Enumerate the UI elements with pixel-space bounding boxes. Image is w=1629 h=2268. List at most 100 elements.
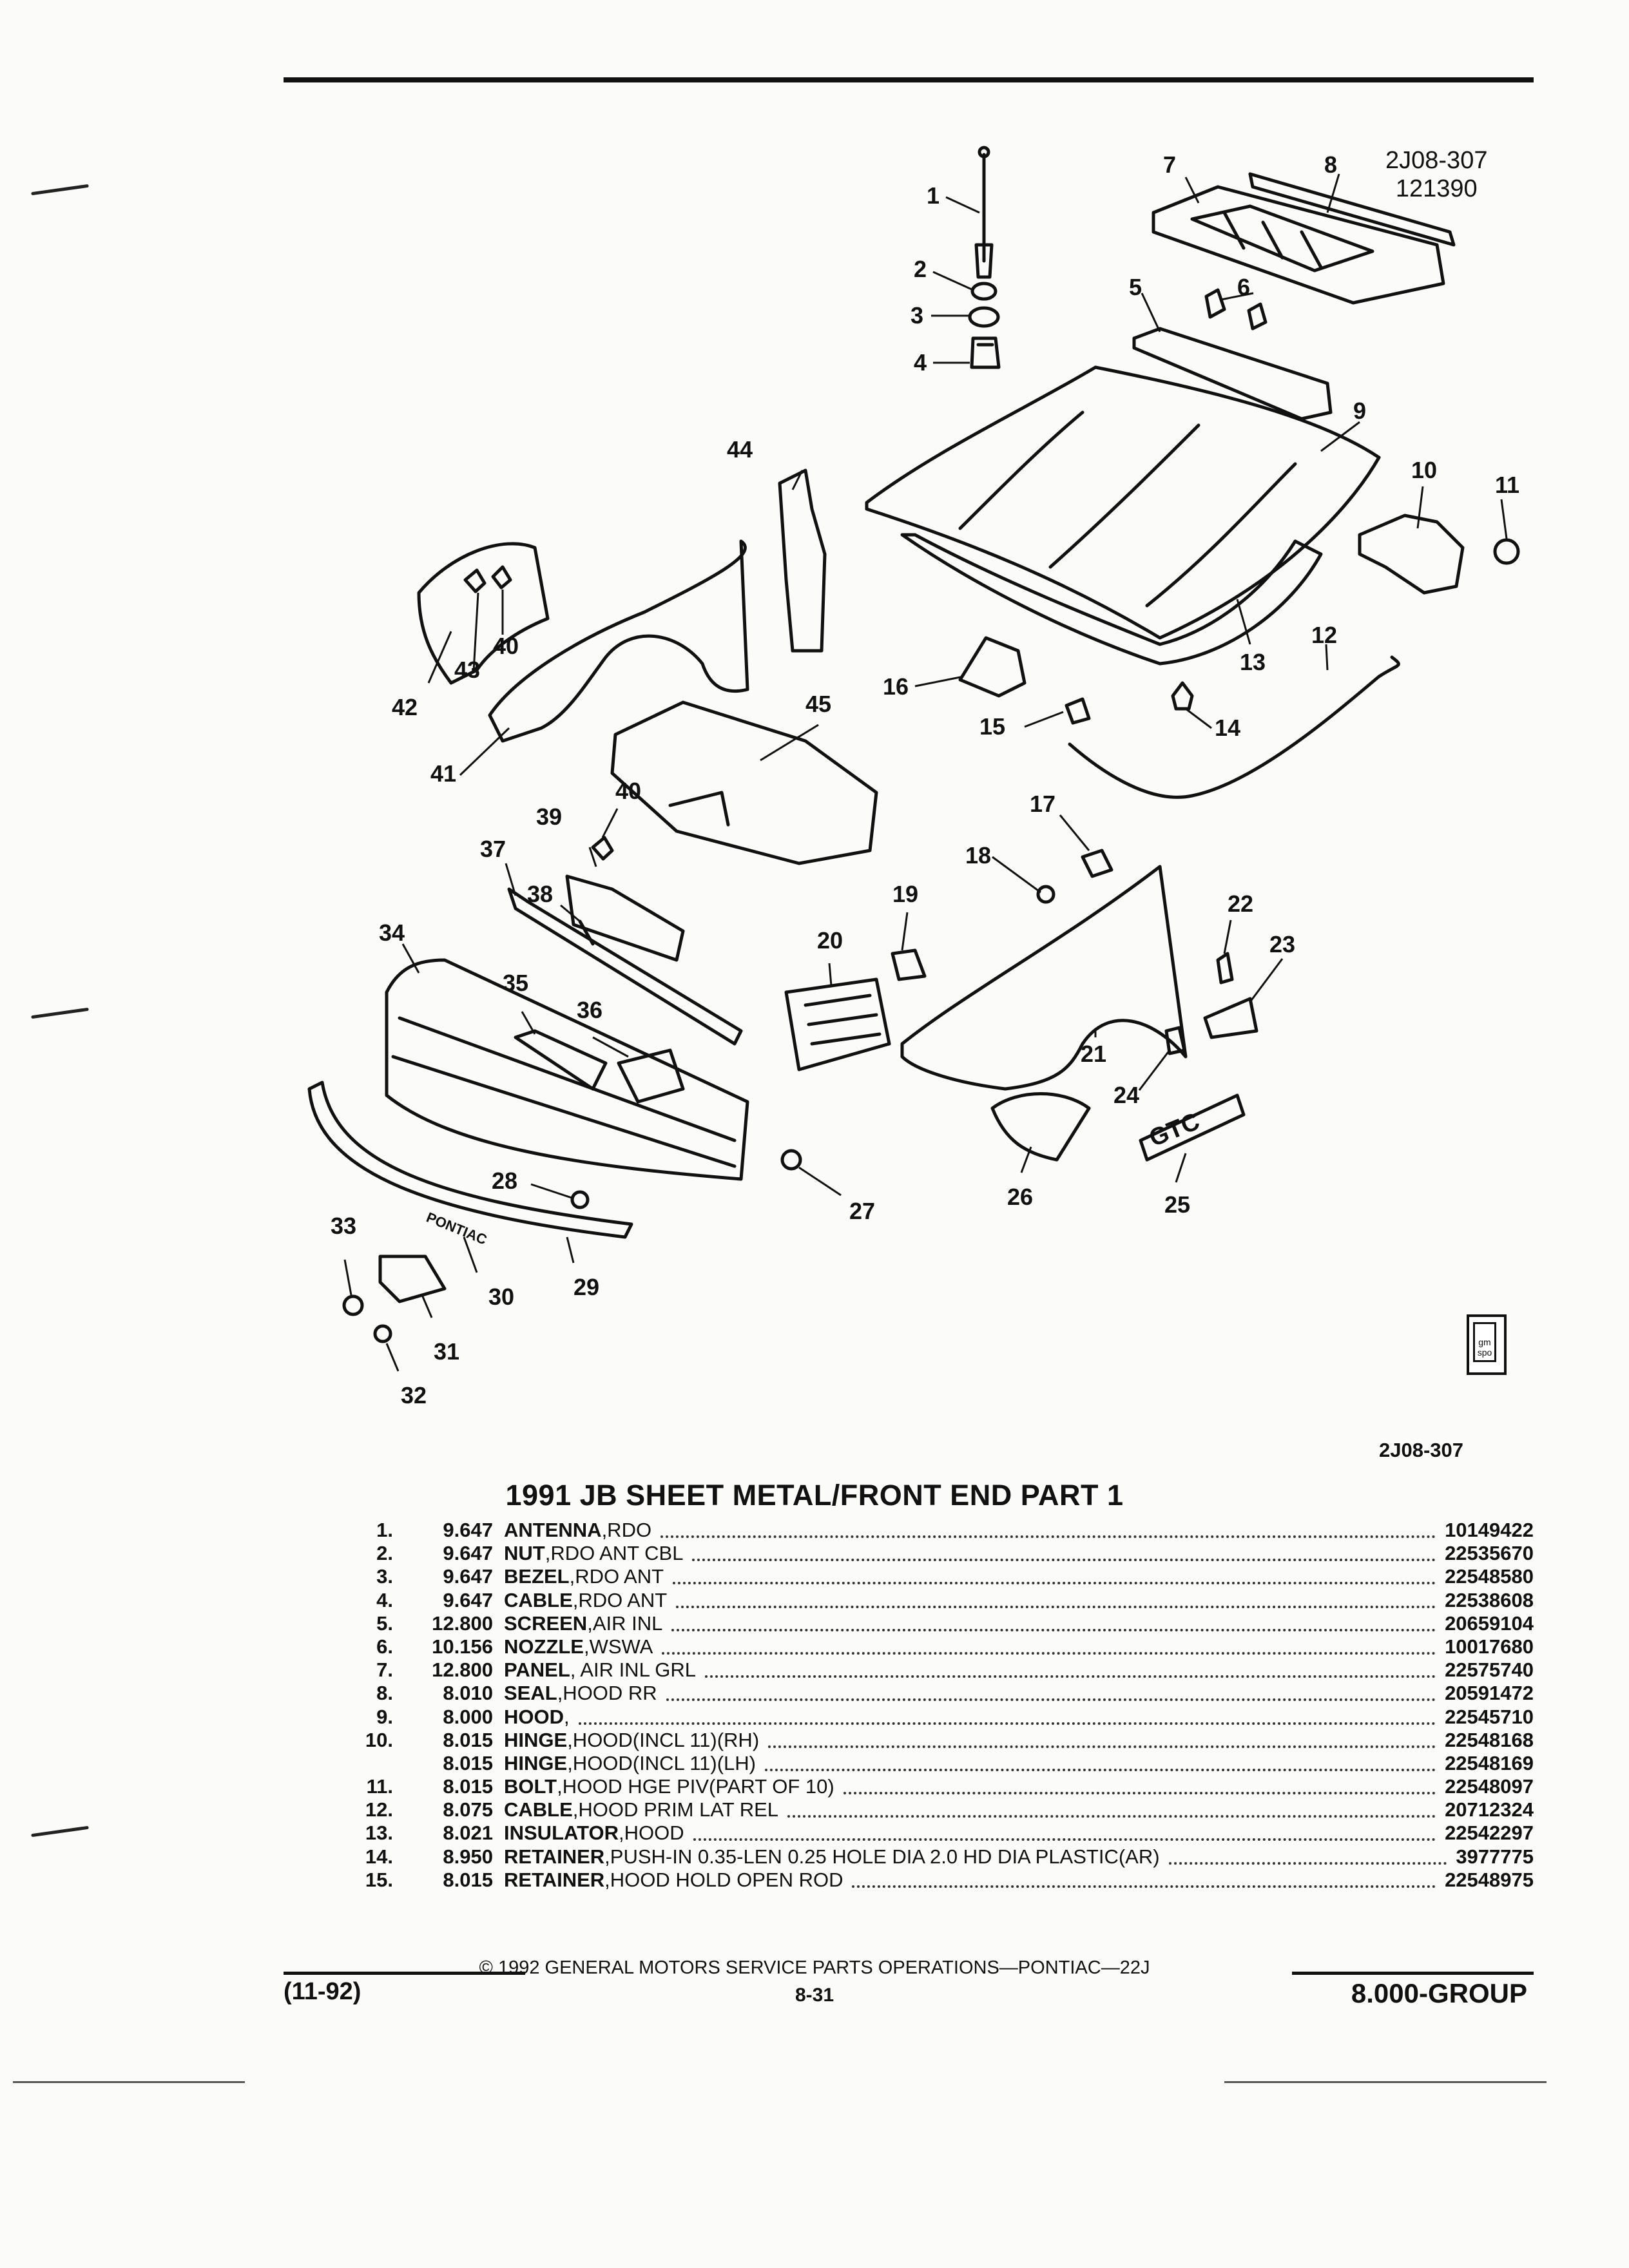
fastener	[491, 565, 512, 590]
leader-dots	[676, 1593, 1436, 1608]
part-description: INSULATOR,HOOD	[504, 1821, 684, 1845]
clip	[1164, 1026, 1186, 1055]
right-fender	[900, 865, 1188, 1091]
callout-29: 29	[574, 1274, 600, 1300]
callout-45: 45	[805, 691, 832, 717]
part-description: HINGE,HOOD(INCL 11)(RH)	[504, 1729, 759, 1752]
molding-end	[578, 919, 595, 946]
footer-copyright: © 1992 GENERAL MOTORS SERVICE PARTS OPER…	[479, 1957, 1150, 1978]
leader-dots	[673, 1569, 1436, 1585]
part-name: RETAINER	[504, 1845, 605, 1868]
antenna	[974, 146, 994, 279]
part-name: SEAL	[504, 1682, 557, 1705]
part-description: ANTENNA,RDO	[504, 1519, 651, 1542]
push-in-retainer	[1171, 681, 1194, 711]
part-number-index: 12.	[365, 1798, 393, 1821]
callout-32: 32	[401, 1382, 427, 1408]
antenna-bezel	[968, 306, 1000, 328]
top-rule	[284, 77, 1534, 82]
part-row: 14. 8.950 RETAINER,PUSH-IN 0.35-LEN 0.25 H…	[335, 1845, 1534, 1869]
part-number-index: 4.	[376, 1588, 393, 1611]
callout-21: 21	[1081, 1041, 1107, 1067]
bolt	[780, 1149, 802, 1171]
front-end-brace	[610, 700, 878, 865]
part-name: CABLE	[504, 1588, 573, 1611]
part-desc: ,RDO ANT	[569, 1565, 664, 1588]
washer-nozzle	[1204, 288, 1226, 319]
callout-38: 38	[527, 881, 554, 907]
callout-24: 24	[1113, 1082, 1140, 1108]
part-description: RETAINER,PUSH-IN 0.35-LEN 0.25 HOLE DIA …	[504, 1845, 1160, 1869]
part-description: NOZZLE,WSWA	[504, 1635, 653, 1658]
part-group: 8.000	[443, 1705, 493, 1728]
antenna-nut	[970, 282, 998, 301]
part-desc: ,HOOD RR	[557, 1682, 657, 1705]
part-number-index: 7.	[376, 1658, 393, 1682]
callout-6: 6	[1237, 274, 1251, 300]
leader-dots	[692, 1546, 1436, 1562]
callout-43: 43	[454, 657, 481, 683]
screw	[1036, 885, 1055, 904]
part-number-index: 8.	[376, 1682, 393, 1705]
footer-date: (11-92)	[284, 1978, 361, 2005]
part-group: 8.015	[443, 1728, 493, 1751]
fascia-bracket	[514, 1029, 608, 1091]
callout-33: 33	[331, 1213, 357, 1239]
leader-dots	[705, 1662, 1436, 1678]
leader-dots	[787, 1802, 1436, 1818]
part-desc: ,PUSH-IN 0.35-LEN 0.25 HOLE DIA 2.0 HD D…	[604, 1845, 1160, 1868]
hood-rear-seal	[1248, 172, 1456, 247]
leader-dots	[671, 1616, 1436, 1631]
gm-spo-logo: gm spo	[1467, 1314, 1507, 1375]
part-name: HINGE	[504, 1728, 568, 1751]
callout-14: 14	[1215, 715, 1241, 741]
part-number: 22538608	[1445, 1588, 1534, 1611]
part-name: HOOD	[504, 1705, 564, 1728]
callout-39: 39	[536, 803, 563, 830]
callout-1: 1	[927, 182, 940, 209]
part-number: 10149422	[1445, 1519, 1534, 1541]
gm-spo-logo-text: gm spo	[1473, 1322, 1496, 1362]
leader-dots	[852, 1872, 1436, 1888]
part-group: 9.647	[443, 1519, 493, 1541]
part-description: SCREEN,AIR INL	[504, 1612, 662, 1635]
part-name: NUT	[504, 1542, 545, 1565]
part-group: 8.950	[443, 1845, 493, 1868]
part-group: 8.021	[443, 1821, 493, 1845]
air-inlet-panel	[1152, 185, 1445, 305]
bottom-rule	[1224, 2081, 1547, 2083]
part-number: 20712324	[1445, 1798, 1534, 1821]
part-number-index: 13.	[365, 1821, 393, 1845]
part-group: 8.075	[443, 1798, 493, 1821]
leader-dots	[579, 1709, 1436, 1725]
fastener	[591, 836, 614, 861]
diagram-code: 2J08-307 121390	[1385, 147, 1487, 203]
part-number-index: 2.	[376, 1542, 393, 1565]
leader-dots	[768, 1733, 1436, 1748]
part-name: NOZZLE	[504, 1635, 584, 1658]
part-number-index: 14.	[365, 1845, 393, 1868]
callout-30: 30	[488, 1283, 515, 1310]
screw	[373, 1324, 392, 1343]
part-desc: ,AIR INL	[587, 1611, 663, 1635]
part-number: 3977775	[1456, 1845, 1534, 1868]
part-desc: ,HOOD HGE PIV(PART OF 10)	[557, 1775, 834, 1798]
part-number-index: 6.	[376, 1635, 393, 1658]
callout-4: 4	[914, 349, 927, 376]
callout-28: 28	[492, 1168, 518, 1194]
bracket	[1203, 997, 1258, 1039]
callout-7: 7	[1163, 151, 1177, 178]
callout-34: 34	[379, 919, 405, 946]
part-number: 22548975	[1445, 1868, 1534, 1891]
callout-9: 9	[1353, 398, 1367, 424]
hood-insulator	[900, 533, 1323, 666]
part-name: HINGE	[504, 1751, 568, 1774]
